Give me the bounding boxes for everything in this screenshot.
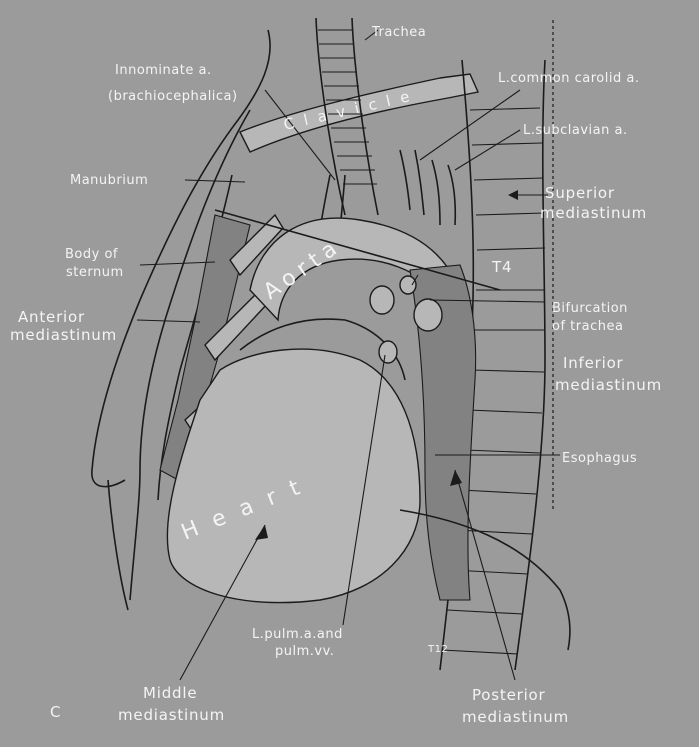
label-middle-2: mediastinum (118, 706, 225, 724)
lower-wall (108, 480, 128, 610)
label-body-sternum-1: Body of (65, 247, 118, 262)
pulmonary-vessel-3 (379, 341, 397, 363)
label-clavicle: Clavicle (282, 85, 421, 134)
label-body-sternum-2: sternum (66, 265, 124, 280)
label-esophagus: Esophagus (562, 451, 637, 466)
label-anterior-1: Anterior (18, 308, 85, 326)
label-posterior-1: Posterior (472, 686, 546, 704)
label-innominate-2: (brachiocephalica) (108, 89, 238, 104)
label-manubrium: Manubrium (70, 173, 148, 188)
label-inferior-2: mediastinum (555, 376, 662, 394)
arrow-superior (508, 190, 518, 200)
label-inferior-1: Inferior (563, 354, 624, 372)
bronchus (400, 276, 416, 294)
label-l-pulm-2: pulm.vv. (275, 644, 334, 659)
label-superior-1: Superior (545, 184, 615, 202)
label-l-subclavian: L.subclavian a. (523, 123, 628, 138)
label-t4: T4 (491, 258, 512, 276)
label-posterior-2: mediastinum (462, 708, 569, 726)
label-innominate-1: Innominate a. (115, 63, 212, 78)
label-l-common-carotid: L.common carolid a. (498, 71, 639, 86)
panel-letter: C (50, 703, 61, 721)
label-superior-2: mediastinum (540, 204, 647, 222)
left-subclavian (432, 160, 455, 225)
label-anterior-2: mediastinum (10, 326, 117, 344)
label-middle-1: Middle (143, 684, 197, 702)
pulmonary-vessel-1 (370, 286, 394, 314)
label-t12: T12 (427, 644, 448, 655)
pulmonary-vessel-2 (414, 299, 442, 331)
spine-back (515, 60, 545, 670)
label-l-pulm-1: L.pulm.a.and (252, 627, 343, 642)
label-bifurcation-1: Bifurcation (552, 301, 628, 316)
label-bifurcation-2: of trachea (552, 319, 623, 334)
label-trachea: Trachea (371, 25, 426, 40)
